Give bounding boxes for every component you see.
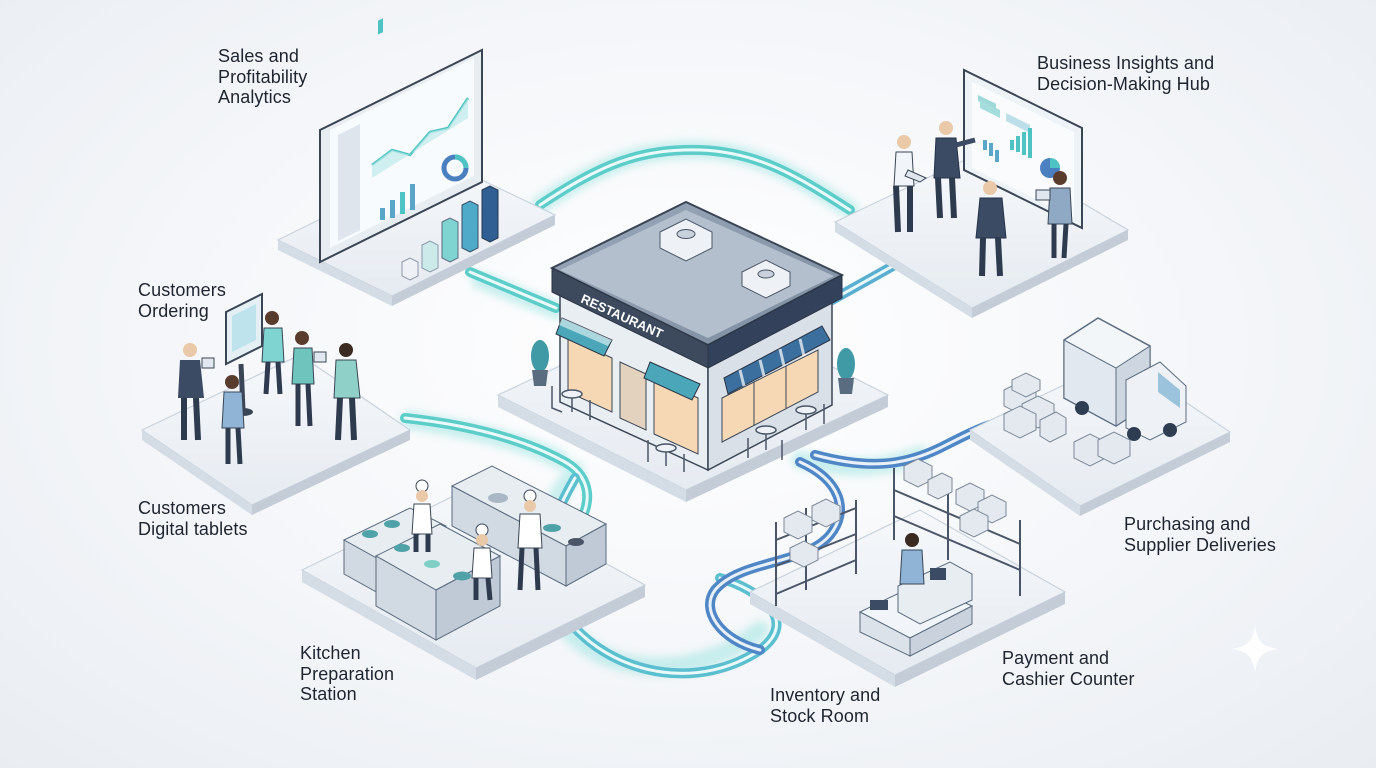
- business-team-figures: [893, 121, 1073, 277]
- platform-customers-ordering: [140, 292, 412, 515]
- label-line: Station: [300, 684, 357, 704]
- potted-plants: [531, 340, 855, 394]
- label-line: Kitchen: [300, 643, 361, 663]
- label-payment-cashier: Payment and Cashier Counter: [1002, 648, 1135, 689]
- chef-figures: [411, 479, 543, 601]
- label-line: Ordering: [138, 300, 209, 321]
- label-line: Stock Room: [770, 705, 870, 726]
- label-customers-ordering: Customers Ordering: [138, 280, 226, 321]
- label-business-insights: Business Insights and Decision-Making Hu…: [1037, 53, 1214, 94]
- label-line: Supplier Deliveries: [1124, 534, 1276, 555]
- label-line: Business Insights and: [1037, 53, 1215, 73]
- label-line: Analytics: [218, 87, 291, 107]
- outdoor-seating: [551, 386, 825, 472]
- label-purchasing-deliveries: Purchasing and Supplier Deliveries: [1124, 514, 1276, 555]
- supply-boxes: [1003, 372, 1131, 467]
- cashier-counter: [858, 533, 974, 657]
- analytics-dashboard-screen: [319, 18, 483, 264]
- label-line: Payment and: [1002, 648, 1110, 668]
- restaurant-building: RESTAURANT: [531, 200, 855, 472]
- label-line: Inventory and: [770, 685, 881, 705]
- label-line: Customers: [138, 498, 226, 518]
- label-line: Digital tablets: [138, 518, 248, 539]
- sales-growth-bars: [401, 185, 499, 281]
- awnings: [555, 317, 831, 401]
- label-kitchen-station: Kitchen Preparation Station: [300, 643, 394, 705]
- label-line: Decision-Making Hub: [1037, 73, 1210, 94]
- label-line: Customers: [138, 280, 226, 300]
- label-line: Cashier Counter: [1002, 668, 1135, 689]
- label-line: Preparation: [300, 663, 395, 684]
- platform-inventory-payment: [748, 458, 1067, 687]
- label-line: Profitability: [218, 66, 308, 87]
- label-inventory-stock: Inventory and Stock Room: [770, 685, 880, 726]
- stock-boxes: [783, 458, 1007, 568]
- platform-kitchen-station: [300, 465, 647, 680]
- label-customers-tablets: Customers Digital tablets: [138, 498, 248, 539]
- label-line: Purchasing and: [1124, 514, 1251, 534]
- delivery-truck: [1063, 317, 1187, 441]
- platform-sales-analytics: [276, 18, 557, 306]
- label-line: Sales and: [218, 46, 299, 66]
- customer-figures: [178, 311, 361, 465]
- platform-business-insights: [833, 68, 1130, 318]
- label-sales-analytics: Sales and Profitability Analytics: [218, 46, 307, 108]
- path-restaurant-to-purchasing: [810, 420, 995, 469]
- rooftop-ac-units: [659, 218, 791, 299]
- platform-purchasing-deliveries: [968, 317, 1232, 516]
- sparkle-icon: [1232, 626, 1278, 672]
